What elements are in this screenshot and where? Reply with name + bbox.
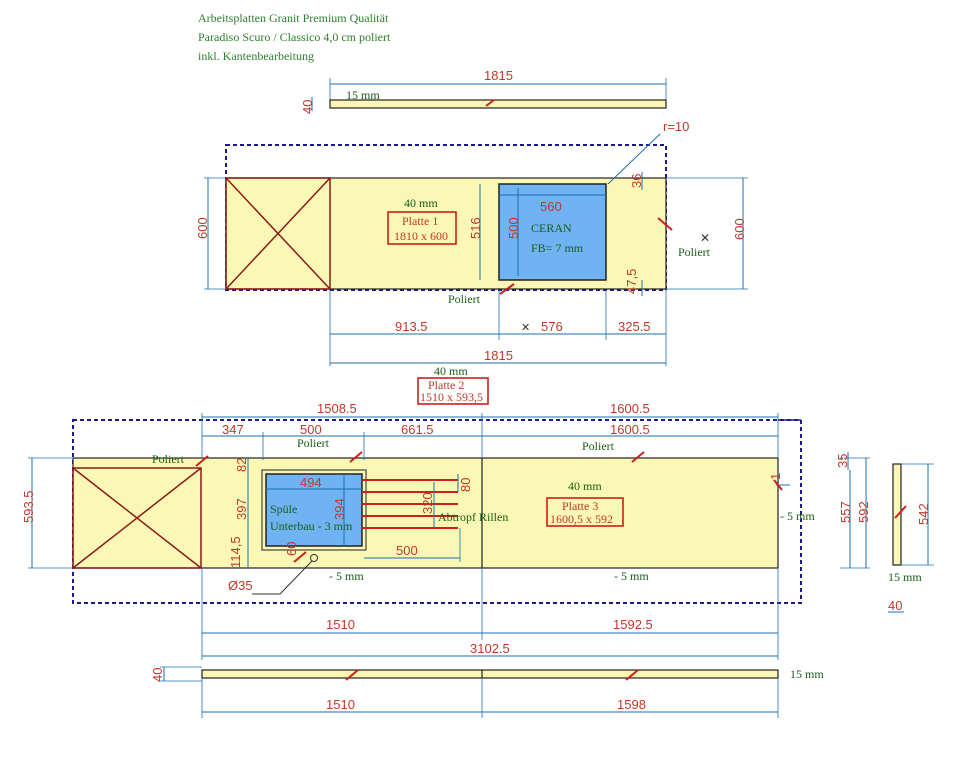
platte-3-total-top-2: 1600.5 — [610, 422, 650, 437]
bottom-edge-thickness: 15 mm — [790, 667, 824, 681]
cooktop-bottom-offset: 47,5 — [624, 269, 639, 294]
platte-2-seg-500: 500 — [300, 422, 322, 437]
platte-1: CERAN FB= 7 mm 40 mm Platte 1 1810 x 600… — [195, 119, 748, 366]
header-line-2: Paradiso Scuro / Classico 4,0 cm poliert — [198, 30, 391, 44]
sink-inner-height: 394 — [332, 498, 347, 520]
platte-1-thickness: 40 mm — [404, 196, 438, 210]
platte-3-height-557: 557 — [838, 501, 853, 523]
platte-1-height-left: 600 — [195, 217, 210, 239]
top-edge-length: 1815 — [484, 68, 513, 83]
drain-grooves — [362, 479, 458, 529]
header-line-1: Arbeitsplatten Granit Premium Qualität — [198, 11, 389, 25]
platte-3-name: Platte 3 — [562, 499, 598, 513]
platte-1-name: Platte 1 — [402, 214, 438, 228]
platte-3-bottom: 1592.5 — [613, 617, 653, 632]
dim-mid-cross: ✕ — [521, 322, 530, 334]
top-edge-strip: 1815 15 mm 40 — [300, 68, 667, 114]
cooktop-fb: FB= 7 mm — [531, 241, 584, 255]
platte-3-side-small: 1 — [768, 473, 783, 480]
top-edge-height: 40 — [300, 100, 315, 114]
bottom-edge-slab — [201, 669, 779, 679]
sink-bottom-offset: 114,5 — [228, 536, 243, 568]
sink-cutout — [265, 473, 363, 547]
tap-hole-label: Ø35 — [228, 578, 253, 593]
platte-2-name: Platte 2 — [428, 378, 464, 392]
platte-3-size: 1600,5 x 592 — [550, 512, 613, 526]
platte-1-dim-mid: 576 — [541, 319, 563, 334]
side-piece-depth: 40 — [888, 598, 902, 613]
cooktop-top-offset: 36 — [629, 174, 644, 188]
platte-3-minus5-bottom: - 5 mm — [614, 569, 649, 583]
platte-2-total-top: 1508.5 — [317, 401, 357, 416]
platte-3-poliert: Poliert — [582, 439, 615, 453]
platte-1-size: 1810 x 600 — [394, 229, 448, 243]
drain-top: 80 — [458, 478, 473, 492]
side-piece-height: 542 — [916, 503, 931, 525]
cooktop-inner-height: 500 — [506, 217, 521, 239]
platte-2-bottom: 1510 — [326, 617, 355, 632]
platte-3-label-box — [546, 497, 624, 527]
sink-label: Spüle — [270, 502, 297, 516]
cooktop-outer-height: 516 — [468, 217, 483, 239]
tap-hole — [310, 554, 318, 562]
platte-2-size: 1510 x 593,5 — [420, 390, 483, 404]
sink-outer — [261, 469, 367, 551]
drain-label: Abtropf Rillen — [438, 510, 508, 524]
drain-height: 320 — [420, 492, 435, 514]
platte-1-dim-right: 325.5 — [618, 319, 651, 334]
platte-1-dim-left: 913.5 — [395, 319, 428, 334]
platte-2-label-box — [417, 377, 489, 405]
platte-2-corner-cutout — [72, 467, 202, 569]
drain-width: 500 — [396, 543, 418, 558]
header-line-3: inkl. Kantenbearbeitung — [198, 49, 314, 63]
platte-2-thickness: 40 mm — [434, 364, 468, 378]
sink-corner: 60 — [284, 542, 299, 556]
platte-2-minus5: - 5 mm — [329, 569, 364, 583]
platte-1-total: 1815 — [484, 348, 513, 363]
cross-mark: ✕ — [700, 231, 710, 245]
sink-top-offset: 82 — [234, 458, 249, 472]
platte-2-3: 1508.5 1600.5 347 500 661.5 1600.5 Polie… — [21, 401, 934, 660]
sink-width: 494 — [300, 475, 322, 490]
cooktop-width: 560 — [540, 199, 562, 214]
platte-2-seg-661: 661.5 — [401, 422, 434, 437]
platte-1-poliert-bottom: Poliert — [448, 292, 481, 306]
platte-1-poliert-right: Poliert — [678, 245, 711, 259]
platte-2-poliert-left: Poliert — [152, 452, 185, 466]
overall-total: 3102.5 — [470, 641, 510, 656]
platte-2-height: 593.5 — [21, 490, 36, 523]
platte-1-label-box — [387, 211, 457, 245]
platte-2-poliert-top: Poliert — [297, 436, 330, 450]
bottom-edge-left: 1510 — [326, 697, 355, 712]
top-edge-thickness: 15 mm — [346, 88, 380, 102]
radius-label: r=10 — [663, 119, 689, 134]
platte-2-seg-347: 347 — [222, 422, 244, 437]
bottom-edge-right: 1598 — [617, 697, 646, 712]
platte-1-height-right: 600 — [732, 218, 747, 240]
sink-height: 397 — [234, 498, 249, 520]
bottom-edge-height: 40 — [150, 668, 165, 682]
top-edge-slab — [329, 99, 667, 109]
platte-3-thickness: 40 mm — [568, 479, 602, 493]
cooktop-label: CERAN — [531, 221, 572, 235]
side-piece-thickness: 15 mm — [888, 570, 922, 584]
platte-3-top-35: 35 — [835, 454, 850, 468]
sink-sub: Unterbau - 3 mm — [270, 519, 353, 533]
platte-1-corner-cutout — [225, 177, 331, 290]
platte-3-minus5-right: - 5 mm — [780, 509, 815, 523]
platte-3-height-592: 592 — [856, 501, 871, 523]
platte-3-total-top-1: 1600.5 — [610, 401, 650, 416]
bottom-edge-strip: 40 15 mm 1510 1598 — [150, 666, 824, 718]
cooktop-cutout — [498, 183, 607, 281]
